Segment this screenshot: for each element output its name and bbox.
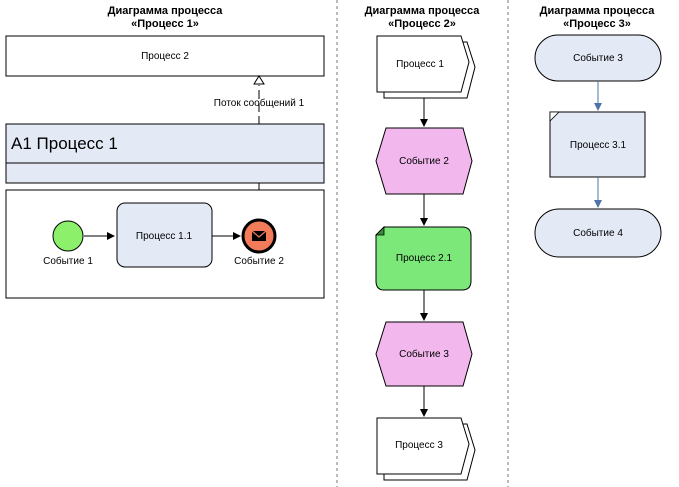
- process-interface-3[interactable]: Процесс 3: [376, 417, 476, 481]
- column-title-1-line2: «Процесс 1»: [131, 18, 199, 30]
- epc-event-2-label: Событие 2: [399, 155, 449, 167]
- epc-event-3[interactable]: Событие 3: [375, 321, 473, 387]
- column-title-3-line2: «Процесс 3»: [563, 18, 631, 30]
- epc-function-2-1[interactable]: Процесс 2.1: [375, 226, 472, 291]
- task-process-1-1[interactable]: Процесс 1.1: [116, 202, 213, 268]
- process-interface-1-label: Процесс 1: [396, 59, 444, 70]
- end-event[interactable]: [241, 218, 277, 254]
- epc-event-2[interactable]: Событие 2: [375, 127, 473, 195]
- start-event-label: Событие 1: [43, 255, 93, 267]
- process2-pool[interactable]: Процесс 2: [5, 35, 325, 77]
- column-title-3-line1: Диаграмма процесса: [540, 5, 656, 17]
- column-title-2-line1: Диаграмма процесса: [365, 5, 481, 17]
- event-3-terminator[interactable]: Событие 3: [534, 34, 662, 82]
- epc-event-3-label: Событие 3: [399, 348, 449, 360]
- task-process-1-1-label: Процесс 1.1: [136, 231, 193, 242]
- message-flow-label: Поток сообщений 1: [214, 97, 305, 109]
- column-title-2-line2: «Процесс 2»: [388, 18, 456, 30]
- end-event-label: Событие 2: [234, 255, 284, 267]
- process-interface-1[interactable]: Процесс 1: [376, 35, 476, 99]
- event-4-terminator[interactable]: Событие 4: [534, 208, 662, 258]
- process-interface-3-label: Процесс 3: [395, 440, 443, 451]
- column-title-1-line1: Диаграмма процесса: [108, 5, 224, 17]
- event-3-terminator-label: Событие 3: [573, 52, 623, 64]
- event-4-terminator-label: Событие 4: [573, 227, 623, 239]
- epc-function-2-1-label: Процесс 2.1: [396, 253, 453, 264]
- process1-pool-title: A1 Процесс 1: [11, 134, 118, 153]
- process-3-1[interactable]: Процесс 3.1: [549, 111, 646, 178]
- process-3-1-label: Процесс 3.1: [570, 140, 627, 151]
- envelope-icon: [251, 230, 267, 241]
- process2-pool-label: Процесс 2: [141, 51, 189, 62]
- start-event[interactable]: [52, 220, 84, 252]
